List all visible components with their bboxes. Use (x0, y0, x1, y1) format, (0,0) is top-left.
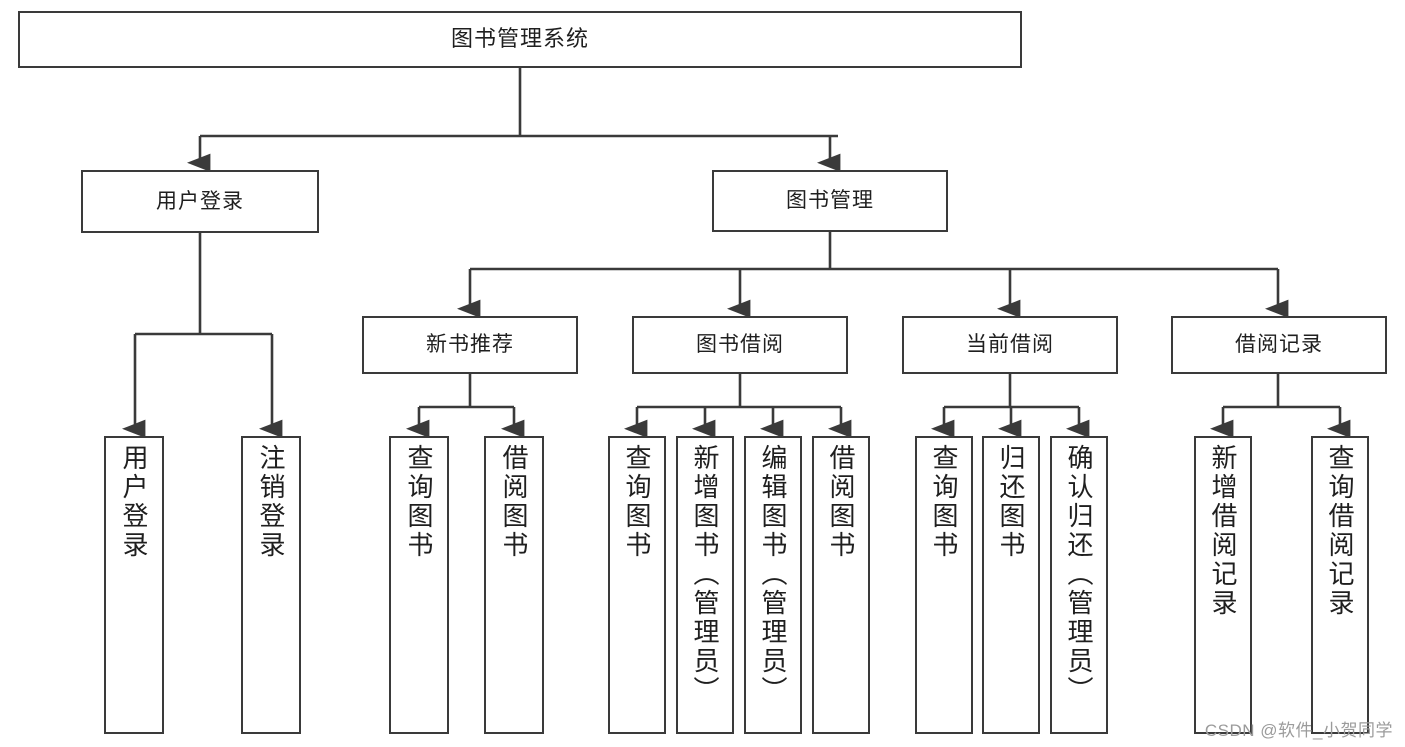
leaf-borrow-book-new-recommend[interactable]: 借阅图书 (484, 436, 544, 734)
leaf-edit-book-admin[interactable]: 编辑图书（管理员） (744, 436, 802, 734)
node-label: 查询借阅记录 (1325, 444, 1355, 618)
node-label: 借阅图书 (826, 444, 856, 560)
node-label: 查询图书 (404, 444, 434, 560)
leaf-add-book-admin[interactable]: 新增图书（管理员） (676, 436, 734, 734)
leaf-user-login[interactable]: 用户登录 (104, 436, 164, 734)
node-label: 查询图书 (622, 444, 652, 560)
node-label: 确认归还（管理员） (1064, 444, 1094, 705)
leaf-confirm-return-admin[interactable]: 确认归还（管理员） (1050, 436, 1108, 734)
node-root-book-management-system[interactable]: 图书管理系统 (18, 11, 1022, 68)
node-label: 用户登录 (156, 189, 244, 213)
leaf-return-book[interactable]: 归还图书 (982, 436, 1040, 734)
leaf-logout[interactable]: 注销登录 (241, 436, 301, 734)
leaf-query-borrow-record[interactable]: 查询借阅记录 (1311, 436, 1369, 734)
leaf-add-borrow-record[interactable]: 新增借阅记录 (1194, 436, 1252, 734)
node-label: 新书推荐 (426, 333, 514, 357)
node-label: 用户登录 (119, 444, 149, 560)
node-label: 图书管理 (786, 189, 874, 213)
leaf-query-book-new-recommend[interactable]: 查询图书 (389, 436, 449, 734)
node-label: 查询图书 (929, 444, 959, 560)
leaf-borrow-book[interactable]: 借阅图书 (812, 436, 870, 734)
node-book-borrow[interactable]: 图书借阅 (632, 316, 848, 374)
node-label: 借阅记录 (1235, 333, 1323, 357)
node-current-borrow[interactable]: 当前借阅 (902, 316, 1118, 374)
leaf-query-book-borrow[interactable]: 查询图书 (608, 436, 666, 734)
leaf-query-book-current[interactable]: 查询图书 (915, 436, 973, 734)
node-new-book-recommend[interactable]: 新书推荐 (362, 316, 578, 374)
node-label: 图书借阅 (696, 333, 784, 357)
node-label: 归还图书 (996, 444, 1026, 560)
node-borrow-record[interactable]: 借阅记录 (1171, 316, 1387, 374)
node-user-login[interactable]: 用户登录 (81, 170, 319, 233)
node-book-management[interactable]: 图书管理 (712, 170, 948, 232)
node-label: 编辑图书（管理员） (758, 444, 788, 705)
node-label: 新增图书（管理员） (690, 444, 720, 705)
node-label: 当前借阅 (966, 333, 1054, 357)
node-label: 新增借阅记录 (1208, 444, 1238, 618)
node-label: 注销登录 (256, 444, 286, 560)
node-label: 图书管理系统 (450, 26, 589, 52)
node-label: 借阅图书 (499, 444, 529, 560)
watermark: CSDN @软件_小贺同学 (1204, 721, 1393, 740)
